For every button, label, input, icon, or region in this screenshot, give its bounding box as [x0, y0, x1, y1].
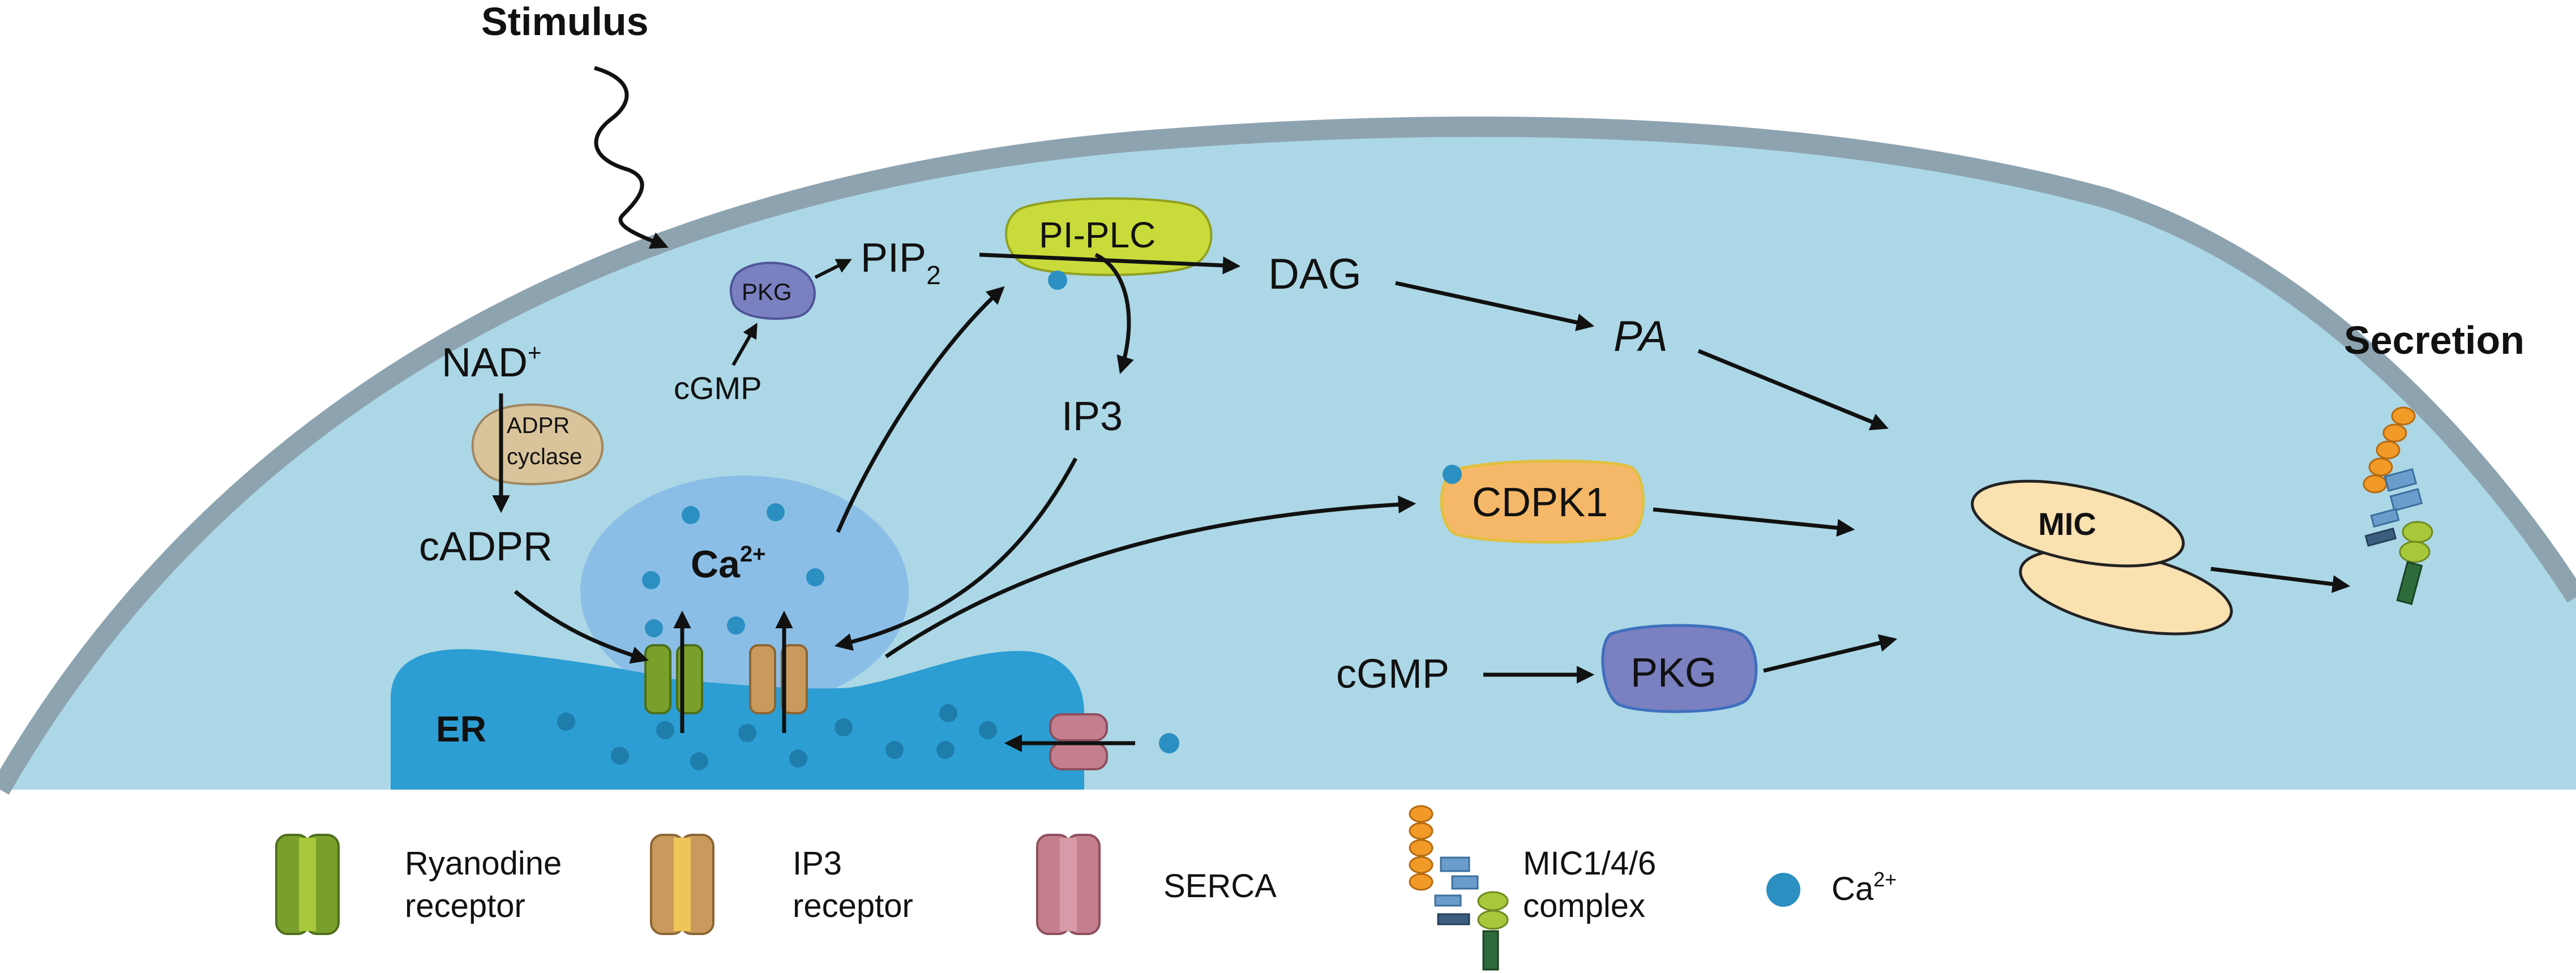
cdpk1-calcium-dot	[1443, 465, 1462, 484]
cell-membrane	[0, 116, 2576, 795]
legend-serca: SERCA	[1163, 868, 1277, 905]
stimulus-label: Stimulus	[481, 0, 649, 44]
cdpk1-enzyme	[1440, 459, 1645, 544]
calcium-dot-icon	[1766, 873, 1800, 907]
mic-label: MIC	[2038, 506, 2096, 542]
er-calcium-dots	[557, 704, 997, 770]
secretion-label: Secretion	[2344, 318, 2524, 362]
adpr-cyclase-enzyme	[471, 403, 604, 486]
nad-label: NAD+	[442, 339, 542, 385]
legend-ip3-line1: IP3	[793, 845, 842, 882]
adpr-cyclase-label-2: cyclase	[507, 444, 582, 469]
serca-calcium-dot	[1159, 733, 1179, 753]
stimulus-wave	[594, 66, 669, 249]
serca-icon	[1036, 834, 1101, 935]
pi-plc-label: PI-PLC	[1039, 215, 1156, 255]
legend-calcium: Ca2+	[1832, 868, 1897, 907]
pkg-enzyme	[1601, 624, 1758, 713]
ryanodine-receptor-icon	[275, 834, 340, 935]
legend-ip3-line2: receptor	[793, 888, 913, 924]
serca-pump	[1049, 713, 1108, 770]
store-calcium-dots	[642, 503, 824, 637]
adpr-cyclase-label-1: ADPR	[507, 413, 570, 438]
legend-ryanodine-line1: Ryanodine	[405, 845, 562, 882]
pkg-small-enzyme	[729, 262, 816, 320]
cadpr-label: cADPR	[419, 524, 553, 569]
mic-organelle-upper	[1971, 479, 2185, 568]
mic-complex-icon	[1409, 805, 1509, 971]
ip3-receptor-channel	[749, 644, 808, 714]
dag-label: DAG	[1268, 250, 1362, 298]
legend-ryanodine-line2: receptor	[405, 888, 525, 924]
legend: Ryanodine receptor IP3 receptor SERCA	[275, 805, 1897, 971]
pkg-label: PKG	[1631, 650, 1717, 696]
calcium-store-label: Ca2+	[691, 542, 766, 586]
er-label: ER	[436, 709, 486, 749]
cgmp-small-label: cGMP	[674, 370, 762, 406]
cgmp-label: cGMP	[1336, 651, 1449, 697]
er-body	[391, 649, 1084, 790]
pa-label: PA	[1614, 312, 1668, 361]
pi-plc-calcium-dot	[1048, 271, 1067, 290]
pkg-small-label: PKG	[742, 278, 792, 305]
ip3-label: IP3	[1062, 394, 1123, 439]
cdpk1-label: CDPK1	[1472, 480, 1608, 525]
legend-mic-line2: complex	[1523, 888, 1645, 924]
mic-complex-secreted	[2363, 406, 2433, 606]
legend-mic-line1: MIC1/4/6	[1523, 845, 1656, 882]
ip3-receptor-icon	[650, 834, 714, 935]
pip2-label: PIP2	[861, 235, 941, 290]
